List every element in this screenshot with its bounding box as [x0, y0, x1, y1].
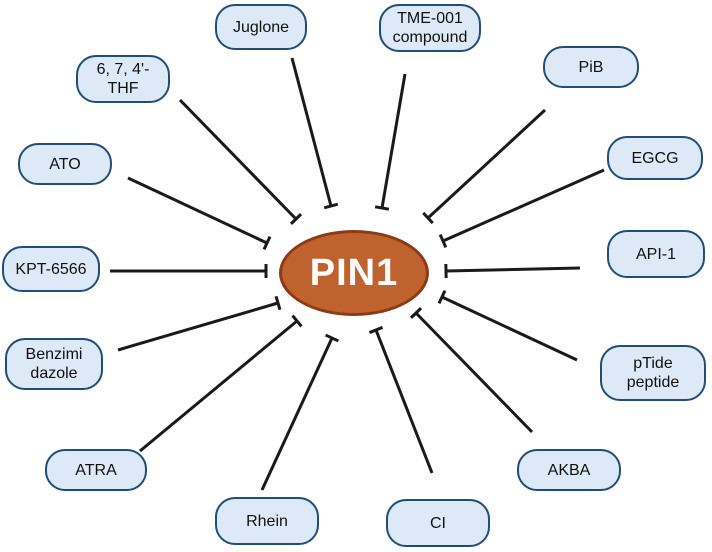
inhibitor-label: pTide peptide — [626, 355, 680, 391]
inhibition-tbar — [409, 307, 423, 319]
inhibition-tbar — [437, 290, 447, 304]
edge-line — [290, 57, 333, 207]
inhibitor-label: TME-001 compound — [392, 10, 468, 46]
inhibitor-label: AKBA — [547, 461, 591, 479]
edge-line — [426, 108, 547, 220]
inhibitor-node-thf: 6, 7, 4'- THF — [76, 55, 170, 103]
edge-line — [445, 266, 581, 273]
inhibition-edge-tme-001 — [374, 73, 407, 211]
edge-line — [414, 311, 534, 434]
inhibitor-label: Juglone — [232, 18, 290, 36]
inhibitor-label: 6, 7, 4'- THF — [96, 61, 150, 97]
inhibitor-node-juglone: Juglone — [215, 4, 307, 50]
inhibitor-label: ATRA — [75, 461, 117, 479]
inhibition-edge-kpt-6566 — [110, 264, 268, 278]
inhibitor-node-ptide: pTide peptide — [600, 345, 706, 401]
inhibition-edge-egcg — [438, 168, 605, 249]
inhibitor-node-atra: ATRA — [45, 449, 147, 491]
edge-line — [139, 319, 298, 453]
edge-line — [260, 337, 334, 491]
inhibitor-node-pib: PiB — [543, 46, 639, 88]
inhibitor-node-rhein: Rhein — [215, 497, 319, 545]
edge-line — [117, 301, 279, 352]
inhibition-edge-thf — [178, 98, 303, 225]
inhibitor-label: PiB — [578, 58, 604, 76]
edge-line — [442, 168, 605, 243]
pin1-label: PIN1 — [309, 251, 399, 294]
inhibitor-label: API-1 — [635, 245, 676, 263]
inhibition-edge-api-1 — [444, 263, 581, 279]
inhibition-edge-rhein — [260, 333, 339, 491]
inhibition-edge-ptide — [437, 290, 578, 362]
inhibitor-label: KPT-6566 — [15, 260, 87, 278]
inhibitor-node-api-1: API-1 — [607, 230, 705, 278]
inhibition-edge-pib — [422, 108, 547, 225]
inhibition-tbar — [262, 236, 272, 250]
inhibitor-node-akba: AKBA — [517, 449, 621, 491]
inhibitor-node-ato: ATO — [18, 143, 112, 185]
inhibition-tbar — [291, 314, 303, 328]
inhibitor-node-benzimidazole: Benzimi dazole — [5, 338, 103, 390]
inhibition-tbar — [374, 205, 390, 211]
inhibition-tbar — [438, 233, 448, 249]
inhibitor-node-egcg: EGCG — [607, 136, 703, 180]
edge-line — [127, 176, 268, 245]
edge-line — [374, 329, 434, 474]
inhibition-edge-benzimidazole — [117, 295, 282, 352]
inhibitor-node-ci: CI — [386, 499, 490, 547]
inhibition-edge-juglone — [290, 57, 339, 210]
inhibition-edge-akba — [409, 307, 534, 434]
inhibition-tbar — [368, 326, 384, 334]
inhibitor-node-tme-001: TME-001 compound — [379, 4, 481, 52]
inhibitor-node-kpt-6566: KPT-6566 — [2, 246, 100, 292]
inhibitor-label: EGCG — [631, 149, 679, 167]
pin1-node: PIN1 — [279, 230, 429, 316]
edge-line — [441, 295, 578, 362]
inhibition-tbar — [422, 211, 434, 225]
inhibition-tbar — [289, 213, 303, 225]
inhibitor-label: Rhein — [246, 512, 288, 530]
inhibition-edge-atra — [139, 314, 303, 453]
inhibitor-label: ATO — [49, 155, 81, 173]
edge-line — [178, 98, 298, 221]
inhibition-tbar — [325, 333, 339, 343]
inhibition-tbar — [274, 295, 282, 311]
edge-line — [380, 73, 407, 209]
inhibitor-label: CI — [430, 514, 446, 532]
inhibition-edge-ci — [368, 326, 434, 474]
inhibition-tbar — [323, 202, 339, 210]
inhibition-edge-ato — [127, 176, 272, 250]
inhibitor-label: Benzimi dazole — [25, 346, 83, 382]
